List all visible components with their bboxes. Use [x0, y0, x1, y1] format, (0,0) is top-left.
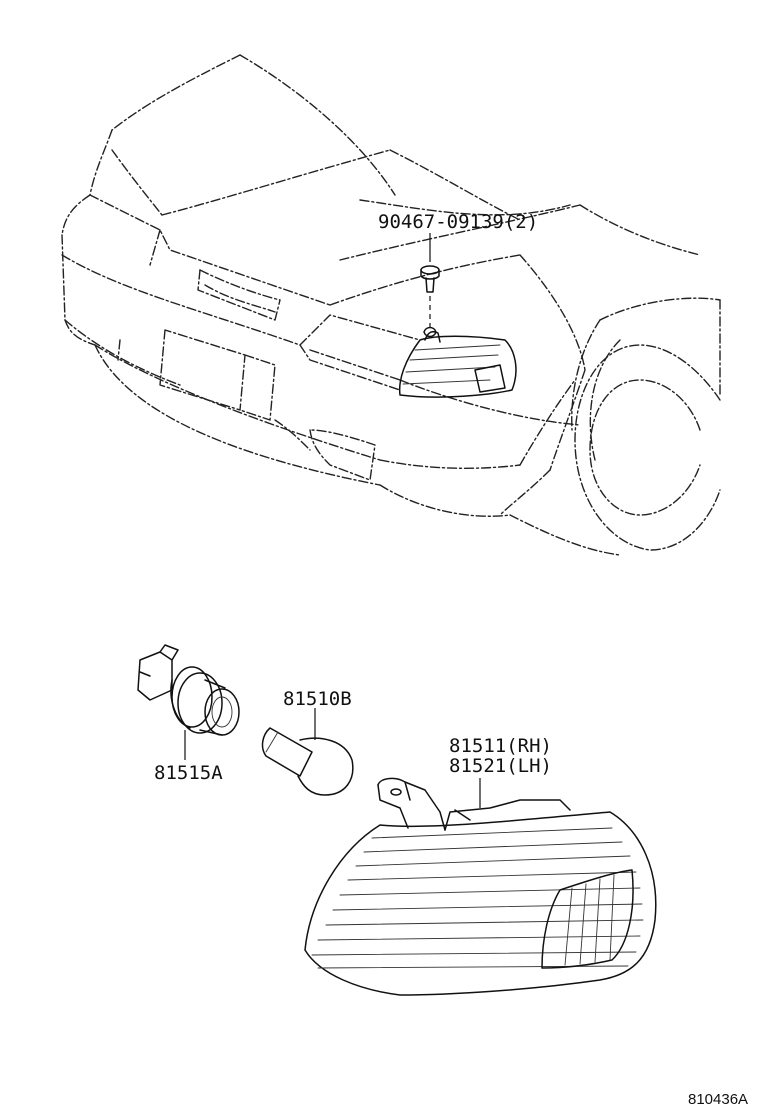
part-label-lamp-rh: 81511(RH) — [449, 735, 552, 757]
bulb-graphic — [261, 708, 354, 796]
part-label-bulb: 81510B — [283, 688, 352, 710]
part-label-lamp-lh: 81521(LH) — [449, 755, 552, 777]
screw-graphic — [420, 233, 440, 338]
part-label-screw: 90467-09139(2) — [378, 211, 539, 233]
lamp-assembly-graphic — [304, 777, 657, 996]
car-front-outline — [61, 54, 721, 556]
installed-lamp — [398, 330, 517, 398]
bulb-socket-graphic — [137, 644, 240, 760]
illustration-id: 810436A — [688, 1091, 749, 1108]
part-label-socket: 81515A — [154, 762, 223, 784]
